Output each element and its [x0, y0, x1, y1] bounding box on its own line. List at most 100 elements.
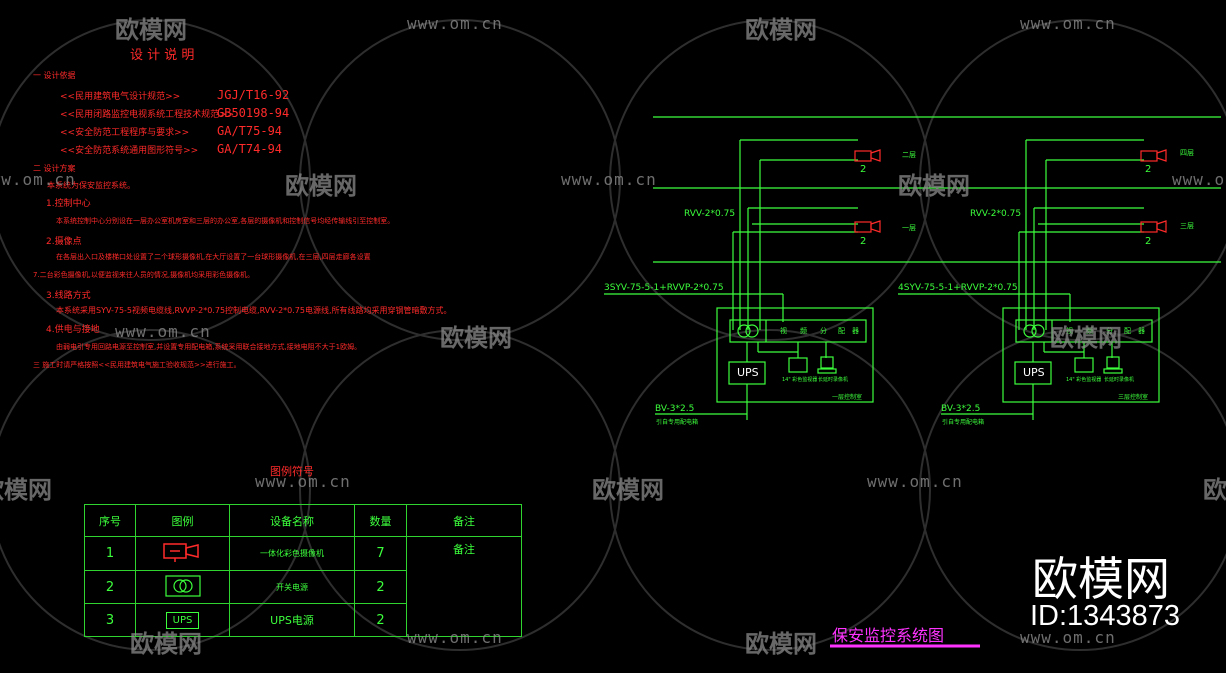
right-bv-note: 引自专用配电箱	[942, 419, 985, 426]
right-computer-label: 长延时录像机	[1104, 377, 1135, 383]
watermark-url: www.om.cn	[255, 472, 351, 491]
item-4-heading: 4.供电与接地	[46, 325, 100, 335]
notes-section-2: 二 设计方案	[33, 164, 76, 173]
legend-no: 3	[84, 603, 136, 637]
right-rack-2: 频	[1086, 327, 1093, 335]
basis-name-3: <<安全防范工程程序与要求>>	[60, 128, 190, 138]
item-1-text: 本系统控制中心分别设在一层办公室机房室和三层的办公室,各层的摄像机和控制信号均经…	[56, 217, 395, 225]
watermark-logo: 欧模网	[745, 630, 817, 658]
watermark-url: www.om.cn	[561, 170, 657, 189]
left-rack-5: 器	[852, 327, 859, 335]
left-floor-label-lower: 一层	[902, 224, 916, 232]
right-bv-label: BV-3*2.5	[941, 404, 981, 414]
resource-id: ID:1343873	[1030, 600, 1180, 632]
watermark-url: www.om.cn	[407, 14, 503, 33]
left-floor-label-upper: 二层	[902, 151, 916, 159]
watermark-logo: 欧模网	[440, 324, 512, 352]
left-rack-3: 分	[820, 327, 827, 335]
left-bv-label: BV-3*2.5	[655, 404, 695, 414]
left-monitor-label: 14" 彩色监视器	[782, 377, 818, 383]
left-rack-4: 配	[838, 327, 845, 335]
left-bv-note: 引自专用配电箱	[656, 419, 699, 426]
legend-header-no: 序号	[84, 504, 136, 537]
diagram-title: 保安监控系统图	[832, 626, 945, 645]
brand-logo: 欧模网	[1032, 552, 1170, 606]
basis-name-2: <<民用闭路监控电视系统工程技术规范>>	[60, 110, 235, 120]
item-4-text: 由弱电引专用回路电源至控制室,并设置专用配电箱,系统采用联合接地方式,接地电阻不…	[56, 343, 362, 351]
basis-code-1: JGJ/T16-92	[217, 88, 290, 102]
item-2-heading: 2.摄像点	[46, 237, 82, 247]
right-rvv-label: RVV-2*0.75	[970, 209, 1022, 219]
right-room-label: 三层控制室	[1118, 394, 1149, 401]
right-camera-count-upper: 2	[1145, 164, 1152, 175]
ups-icon: UPS	[135, 603, 230, 637]
legend-title: 图例符号	[270, 465, 314, 478]
right-syv-label: 4SYV-75-5-1+RVVP-2*0.75	[898, 283, 1018, 293]
legend-header-note: 备注	[406, 504, 522, 537]
left-rack-1: 视	[780, 327, 787, 335]
right-rack-4: 配	[1124, 327, 1131, 335]
item-3-text: 本系统采用SYV-75-5视频电缆线,RVVP-2*0.75控制电缆,RVV-2…	[56, 306, 452, 315]
legend-table: 序号 图例 设备名称 数量 备注 1 一体化彩色摄像机 7 备注 2 开关	[84, 504, 522, 637]
right-ups-label: UPS	[1023, 366, 1045, 379]
legend-name: UPS电源	[229, 603, 355, 637]
watermark-url: www.om.cn	[1020, 628, 1116, 647]
left-camera-count-lower: 2	[860, 236, 867, 247]
legend-no: 1	[84, 536, 136, 571]
watermark-logo: 欧模网	[898, 172, 970, 200]
left-ups-label: UPS	[737, 366, 759, 379]
watermark-logo: 欧模网	[0, 476, 52, 504]
legend-name: 开关电源	[229, 570, 355, 604]
item-2-text-cont: 7.二台彩色摄像机,以便监视来往人员的情况,摄像机均采用彩色摄像机。	[33, 271, 255, 279]
watermark-logo: 欧模网	[130, 630, 202, 658]
right-floor-label-lower: 三层	[1180, 222, 1194, 230]
item-3-heading: 3.线路方式	[46, 291, 91, 301]
watermark-url: www.om.cn	[1020, 14, 1116, 33]
camera-icon	[854, 149, 881, 162]
watermark-logo: 欧模网	[1050, 324, 1122, 352]
table-row: 2 开关电源 2	[84, 570, 522, 604]
basis-code-4: GA/T74-94	[217, 142, 283, 156]
watermark-logo: 欧模网	[592, 476, 664, 504]
item-1-heading: 1.控制中心	[46, 199, 91, 209]
right-rack-5: 器	[1138, 327, 1145, 335]
left-rvv-label: RVV-2*0.75	[684, 209, 736, 219]
watermark-logo: 欧模网	[1203, 476, 1226, 504]
watermark-url: www.om.cn	[407, 628, 503, 647]
watermark-url: www.om.cn	[1172, 170, 1226, 189]
watermark-logo: 欧模网	[285, 172, 357, 200]
camera-icon	[1140, 220, 1167, 233]
legend-header-symbol: 图例	[135, 504, 230, 537]
watermark-logo: 欧模网	[115, 16, 187, 44]
left-computer-label: 长延时录像机	[818, 377, 849, 383]
right-rack-3: 分	[1106, 327, 1113, 335]
left-room-label: 一层控制室	[832, 394, 863, 401]
item-2-text: 在各层出入口及楼梯口处设置了二个球形摄像机,在大厅设置了一台球形摄像机,在三层,…	[56, 253, 371, 261]
table-row: 1 一体化彩色摄像机 7 备注	[84, 536, 522, 637]
legend-qty: 2	[354, 570, 407, 604]
notes-title: 设 计 说 明	[130, 48, 195, 63]
camera-icon	[854, 220, 881, 233]
right-camera-count-lower: 2	[1145, 236, 1152, 247]
left-syv-label: 3SYV-75-5-1+RVVP-2*0.75	[604, 283, 724, 293]
legend-name: 一体化彩色摄像机	[229, 536, 355, 571]
watermark-logo: 欧模网	[745, 16, 817, 44]
basis-code-2: GB50198-94	[217, 106, 290, 120]
watermark-url: www.om.cn	[115, 322, 211, 341]
right-floor-label-upper: 四层	[1180, 149, 1194, 157]
legend-header-qty: 数量	[354, 504, 407, 537]
basis-name-4: <<安全防范系统通用图形符号>>	[60, 146, 199, 156]
basis-name-1: <<民用建筑电气设计规范>>	[60, 92, 181, 102]
basis-code-3: GA/T75-94	[217, 124, 283, 138]
legend-qty: 7	[354, 536, 407, 571]
left-rack-2: 频	[800, 327, 807, 335]
notes-section-1: 一 设计依据	[33, 71, 76, 80]
watermark-url: www.om.cn	[867, 472, 963, 491]
legend-note: 备注	[406, 536, 522, 637]
notes-section-2-sub: 本系统为保安监控系统。	[47, 181, 135, 190]
camera-icon	[1140, 149, 1167, 162]
left-camera-count-upper: 2	[860, 164, 867, 175]
right-rack-1: 视	[1066, 327, 1073, 335]
